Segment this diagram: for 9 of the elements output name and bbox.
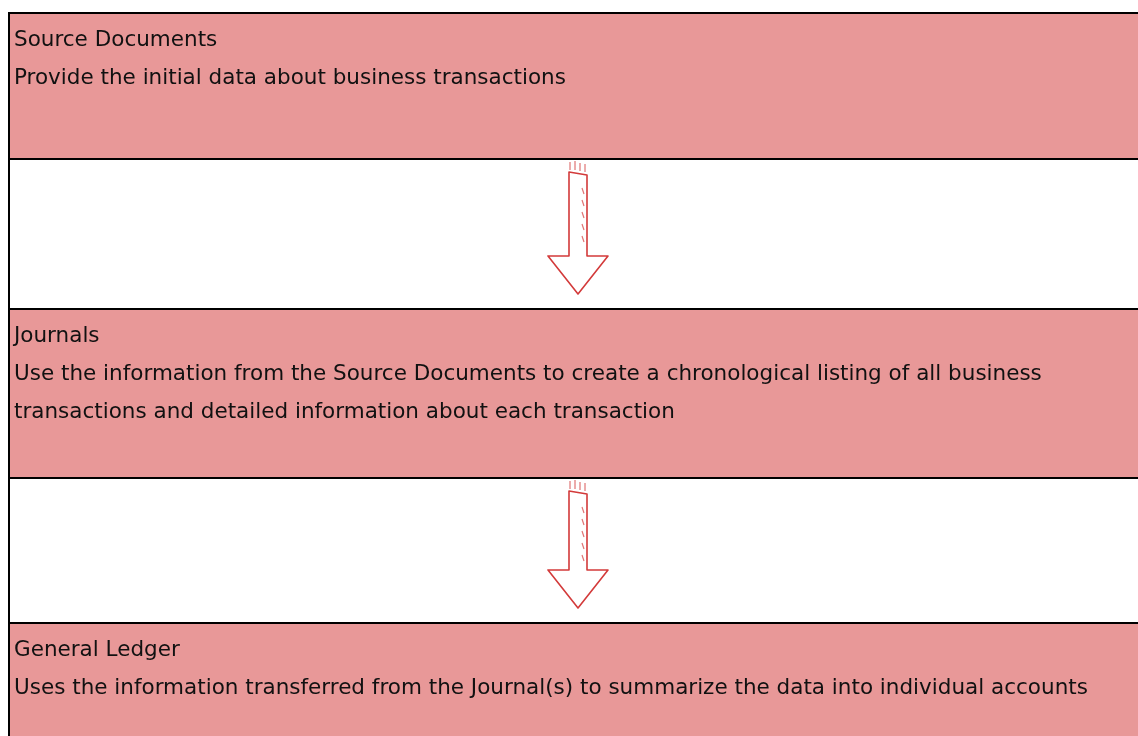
process-box [10,622,1138,736]
process-box [10,308,1138,479]
box-description: Provide the initial data about business transactions [14,63,567,91]
process-box [10,14,1138,160]
box-heading: General Ledger [14,635,181,663]
box-heading: Source Documents [14,25,219,53]
box-heading: Journals [14,321,101,349]
box-description: Use the information from the Source Documents to create a chronological listing of all business transactions and detailed information about each transaction [14,359,1043,425]
box-description: Uses the information transferred from the Journal(s) to summarize the data into individual accounts [14,673,1089,701]
